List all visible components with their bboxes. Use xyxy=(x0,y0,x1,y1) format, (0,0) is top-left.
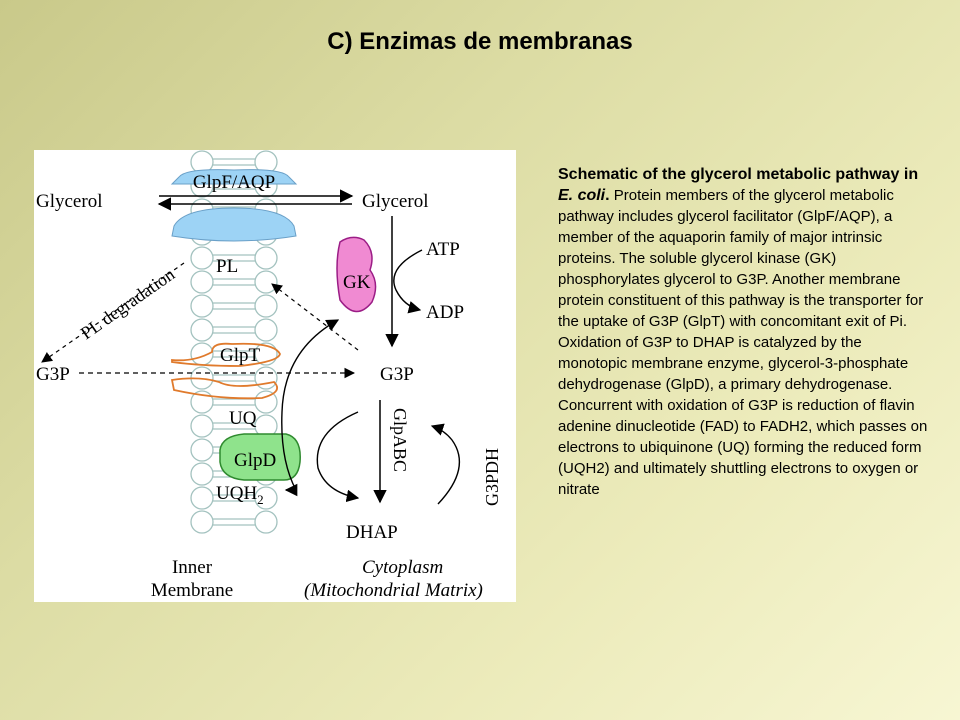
glpabc-label: GlpABC xyxy=(390,408,410,472)
g3p-to-pl-arrow xyxy=(271,283,359,351)
membrane-label: Membrane xyxy=(151,580,233,601)
lipid-head xyxy=(190,414,214,438)
lipid-head xyxy=(254,318,278,342)
glycerol-outside-label: Glycerol xyxy=(36,191,102,212)
lipid-head xyxy=(190,294,214,318)
lipid-head xyxy=(254,510,278,534)
dhap-label: DHAP xyxy=(346,522,398,543)
lipid-head xyxy=(190,246,214,270)
lipid-head xyxy=(254,486,278,510)
adp-label: ADP xyxy=(426,302,464,323)
g3p-outside-label: G3P xyxy=(36,364,70,385)
gk-enzyme xyxy=(336,236,377,313)
gk-glpd-curve-arrow xyxy=(281,319,340,497)
atp-adp-arrow xyxy=(393,249,423,314)
uqh2-label: UQH2 xyxy=(216,483,264,507)
caption-body: Protein members of the glycerol metaboli… xyxy=(558,187,928,498)
glpf-aqp-label: GlpF/AQP xyxy=(193,172,275,193)
caption-lead: Schematic of the glycerol metabolic path… xyxy=(558,166,918,204)
lipid-head xyxy=(190,486,214,510)
g3pdh-arc-arrow xyxy=(430,423,461,505)
pl-degradation-arrow xyxy=(41,262,185,363)
mitochondrial-matrix-label: (Mitochondrial Matrix) xyxy=(304,580,483,601)
lipid-head xyxy=(190,462,214,486)
glpt-transporter xyxy=(171,342,281,367)
glycerol-pathway-diagram: GlpF/AQP Glycerol Glycerol PL PL degrada… xyxy=(34,150,516,602)
g3p-inside-label: G3P xyxy=(380,364,414,385)
slide-title: C) Enzimas de membranas xyxy=(327,28,633,55)
inner-label: Inner xyxy=(172,557,213,578)
caption-species: E. coli xyxy=(558,187,606,204)
figure-caption: Schematic of the glycerol metabolic path… xyxy=(558,164,934,500)
glpf-aqp-channel xyxy=(170,169,298,185)
pl-label: PL xyxy=(216,256,238,277)
atp-label: ATP xyxy=(426,239,460,260)
lipid-head xyxy=(254,390,278,414)
lipid-head xyxy=(190,318,214,342)
glpd-arc-arrow xyxy=(316,411,360,503)
lipid-head xyxy=(254,270,278,294)
cytoplasm-label: Cytoplasm xyxy=(362,557,443,578)
lipid-head xyxy=(190,270,214,294)
glpt-label: GlpT xyxy=(220,345,261,366)
lipid-head xyxy=(254,294,278,318)
lipid-head xyxy=(254,246,278,270)
lipid-head xyxy=(190,510,214,534)
lipid-head xyxy=(254,366,278,390)
glpd-label: GlpD xyxy=(234,450,276,471)
lipid-head xyxy=(190,390,214,414)
uq-label: UQ xyxy=(229,408,257,429)
lipid-head xyxy=(254,342,278,366)
caption-lead-text: Schematic of the glycerol metabolic path… xyxy=(558,166,919,183)
caption-lead-end: . xyxy=(605,187,610,204)
gk-label: GK xyxy=(343,272,371,293)
pl-degradation-label: PL degradation xyxy=(77,264,178,343)
glpt-transporter-lower xyxy=(170,377,278,400)
glpf-aqp-channel-lower xyxy=(171,207,297,242)
lipid-head xyxy=(190,438,214,462)
g3pdh-label: G3PDH xyxy=(482,448,502,506)
diagram-svg: GlpF/AQP Glycerol Glycerol PL PL degrada… xyxy=(36,150,502,601)
glycerol-inside-label: Glycerol xyxy=(362,191,428,212)
